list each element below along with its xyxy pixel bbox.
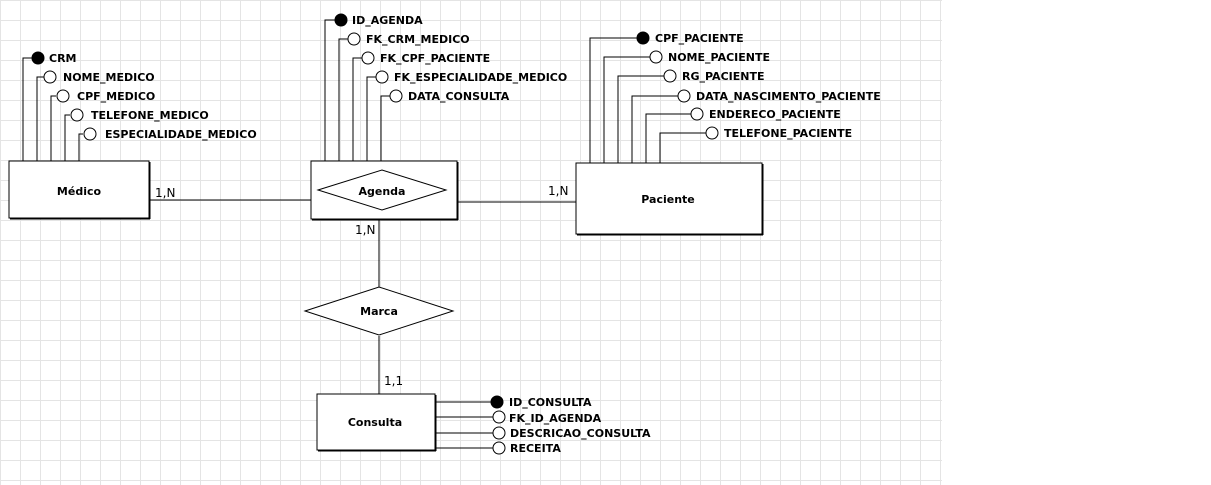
attribute-icon <box>663 69 677 83</box>
attribute-icon <box>389 89 403 103</box>
attribute-icon <box>347 32 361 46</box>
connector-nome-medico <box>36 76 44 161</box>
connector-telefone-medico <box>64 114 70 161</box>
attr-fk-id-agenda: FK_ID_AGENDA <box>509 412 602 425</box>
attribute-icon <box>83 127 97 141</box>
relationship-marca-label: Marca <box>360 305 398 318</box>
attribute-icon <box>677 89 691 103</box>
attribute-icon <box>705 126 719 140</box>
attribute-icon <box>649 50 663 64</box>
attribute-icon <box>492 410 506 424</box>
entity-medico-label: Médico <box>57 185 102 198</box>
attr-fk-especialidade-medico: FK_ESPECIALIDADE_MEDICO <box>394 71 567 84</box>
attribute-icon <box>492 441 506 455</box>
key-attribute-icon <box>636 31 650 45</box>
attr-endereco-paciente: ENDERECO_PACIENTE <box>709 108 841 121</box>
connector-fk-especialidade <box>366 76 376 161</box>
attr-telefone-medico: TELEFONE_MEDICO <box>91 109 209 122</box>
connector-especialidade-medico <box>78 133 83 161</box>
connector-cpf-medico <box>50 95 56 161</box>
relationship-marca <box>303 286 455 336</box>
attribute-icon <box>492 426 506 440</box>
cardinality-medico-agenda: 1,N <box>155 186 175 200</box>
attr-nome-medico: NOME_MEDICO <box>63 71 155 84</box>
entity-agenda-label: Agenda <box>359 185 406 198</box>
connector-cpf-paciente <box>589 37 637 163</box>
attribute-icon <box>70 108 84 122</box>
attr-nome-paciente: NOME_PACIENTE <box>668 51 770 64</box>
attr-rg-paciente: RG_PACIENTE <box>682 70 764 83</box>
cardinality-agenda-marca: 1,N <box>355 223 375 237</box>
attr-fk-crm-medico: FK_CRM_MEDICO <box>366 33 470 46</box>
key-attribute-icon <box>334 13 348 27</box>
attr-cpf-medico: CPF_MEDICO <box>77 90 155 103</box>
attribute-icon <box>690 107 704 121</box>
agenda-diamond <box>316 169 448 211</box>
key-attribute-icon <box>31 51 45 65</box>
connector-fk-crm-medico <box>338 38 348 161</box>
attr-especialidade-medico: ESPECIALIDADE_MEDICO <box>105 128 257 141</box>
key-attribute-icon <box>490 395 504 409</box>
entity-consulta <box>316 393 436 451</box>
connector-id-agenda <box>324 19 335 161</box>
attr-crm: CRM <box>49 52 77 65</box>
entity-paciente <box>575 162 763 235</box>
entity-paciente-label: Paciente <box>641 193 695 206</box>
connector-rg-paciente <box>617 75 664 163</box>
attribute-icon <box>361 51 375 65</box>
attribute-icon <box>43 70 57 84</box>
cardinality-paciente-agenda: 1,N <box>548 184 568 198</box>
attr-id-agenda: ID_AGENDA <box>352 14 423 27</box>
attribute-icon <box>56 89 70 103</box>
attr-receita: RECEITA <box>510 442 561 455</box>
connector-telefone-paciente <box>659 132 706 163</box>
connector-endereco-paciente <box>645 113 691 163</box>
entity-medico <box>8 160 150 219</box>
attr-fk-cpf-paciente: FK_CPF_PACIENTE <box>380 52 490 65</box>
connector-nome-paciente <box>603 56 650 163</box>
attr-telefone-paciente: TELEFONE_PACIENTE <box>724 127 852 140</box>
cardinality-marca-consulta: 1,1 <box>384 374 403 388</box>
connector-fk-cpf-paciente <box>352 57 362 161</box>
attr-descricao-consulta: DESCRICAO_CONSULTA <box>510 427 651 440</box>
attr-data-consulta: DATA_CONSULTA <box>408 90 510 103</box>
attribute-icon <box>375 70 389 84</box>
connector-data-consulta <box>380 95 390 161</box>
attr-id-consulta: ID_CONSULTA <box>509 396 592 409</box>
attr-cpf-paciente: CPF_PACIENTE <box>655 32 744 45</box>
connector-crm <box>22 57 32 161</box>
connector-data-nasc-paciente <box>631 95 678 163</box>
attr-data-nascimento-paciente: DATA_NASCIMENTO_PACIENTE <box>696 90 881 103</box>
entity-consulta-label: Consulta <box>348 416 402 429</box>
grid-background <box>0 0 942 485</box>
